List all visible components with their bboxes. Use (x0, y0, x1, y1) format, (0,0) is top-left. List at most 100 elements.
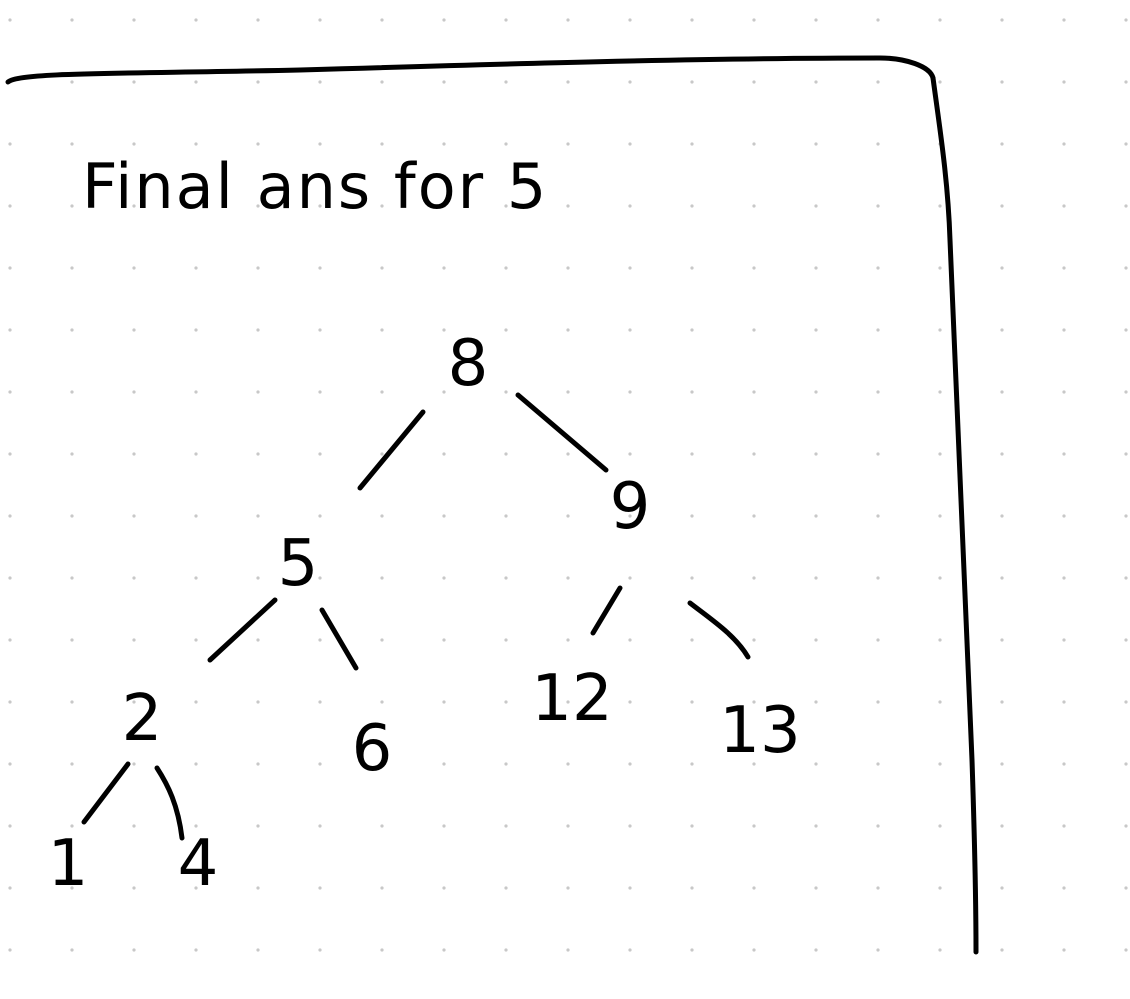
grid-dot (504, 700, 508, 704)
frame-right-border (930, 75, 979, 955)
tree-node: 6 (352, 712, 393, 786)
grid-dot (690, 638, 694, 642)
grid-dot (70, 204, 74, 208)
grid-dot (380, 266, 384, 270)
grid-dot (1124, 80, 1128, 84)
grid-dot (8, 886, 12, 890)
grid-dot (690, 328, 694, 332)
grid-dot (628, 948, 632, 952)
grid-dot (876, 762, 880, 766)
grid-dot (318, 824, 322, 828)
grid-dot (876, 18, 880, 22)
grid-dot (318, 266, 322, 270)
grid-dot (628, 328, 632, 332)
grid-dot (628, 824, 632, 828)
grid-dot (1124, 576, 1128, 580)
tree-node: 9 (610, 470, 651, 544)
grid-dot (1062, 452, 1066, 456)
grid-dot (256, 824, 260, 828)
grid-dot (504, 452, 508, 456)
grid-dot (876, 328, 880, 332)
grid-dot (70, 452, 74, 456)
grid-dot (566, 638, 570, 642)
grid-dot (938, 18, 942, 22)
grid-dot (8, 452, 12, 456)
grid-dot (814, 18, 818, 22)
grid-dot (876, 204, 880, 208)
grid-dot (380, 142, 384, 146)
grid-dot (938, 638, 942, 642)
grid-dot (1124, 762, 1128, 766)
grid-dot (132, 638, 136, 642)
grid-dot (132, 886, 136, 890)
grid-dot (132, 824, 136, 828)
grid-dot (194, 638, 198, 642)
grid-dot (132, 18, 136, 22)
tree-node: 4 (178, 827, 219, 901)
grid-dot (566, 18, 570, 22)
grid-dot (8, 18, 12, 22)
grid-dot (752, 80, 756, 84)
grid-dot (566, 824, 570, 828)
grid-dot (504, 514, 508, 518)
grid-dot (1062, 824, 1066, 828)
grid-dot (194, 142, 198, 146)
note-title: Final ans for 5 (82, 150, 548, 223)
grid-dot (380, 886, 384, 890)
grid-dot (876, 142, 880, 146)
grid-dot (442, 80, 446, 84)
grid-dot (1000, 452, 1004, 456)
tree-node: 13 (719, 694, 800, 768)
note-frame (5, 55, 979, 955)
grid-dot (256, 18, 260, 22)
grid-dot (1000, 514, 1004, 518)
grid-dot (690, 452, 694, 456)
grid-dot (8, 266, 12, 270)
grid-dot (1062, 886, 1066, 890)
grid-dot (8, 204, 12, 208)
grid-dot (752, 390, 756, 394)
grid-dot (1000, 948, 1004, 952)
grid-dot (256, 638, 260, 642)
grid-dot (752, 576, 756, 580)
grid-dot (504, 18, 508, 22)
grid-dot (504, 762, 508, 766)
grid-dot (380, 328, 384, 332)
grid-dot (380, 452, 384, 456)
grid-dot (8, 700, 12, 704)
grid-dot (814, 452, 818, 456)
grid-dot (132, 390, 136, 394)
grid-dot (690, 762, 694, 766)
grid-dot (752, 204, 756, 208)
edge-8-5 (357, 409, 426, 491)
grid-dot (566, 886, 570, 890)
grid-dot (1124, 514, 1128, 518)
grid-dot (1000, 328, 1004, 332)
grid-dot (628, 514, 632, 518)
grid-dot (132, 328, 136, 332)
grid-dot (814, 204, 818, 208)
grid-dot (132, 948, 136, 952)
grid-dot (380, 948, 384, 952)
grid-dot (814, 328, 818, 332)
edge-5-6 (319, 607, 359, 671)
grid-dot (938, 204, 942, 208)
grid-dot (876, 80, 880, 84)
tree-node: 12 (531, 662, 612, 736)
grid-dot (504, 142, 508, 146)
grid-dot (442, 638, 446, 642)
grid-dot (1062, 762, 1066, 766)
tree-node: 8 (448, 327, 489, 401)
grid-dot (318, 948, 322, 952)
grid-dot (628, 762, 632, 766)
grid-dot (1000, 576, 1004, 580)
grid-dot (752, 762, 756, 766)
grid-dot (442, 886, 446, 890)
grid-dot (1000, 204, 1004, 208)
grid-dot (752, 18, 756, 22)
grid-dot (1062, 142, 1066, 146)
grid-dot (1124, 824, 1128, 828)
grid-dot (256, 390, 260, 394)
grid-dot (256, 700, 260, 704)
grid-dot (752, 948, 756, 952)
